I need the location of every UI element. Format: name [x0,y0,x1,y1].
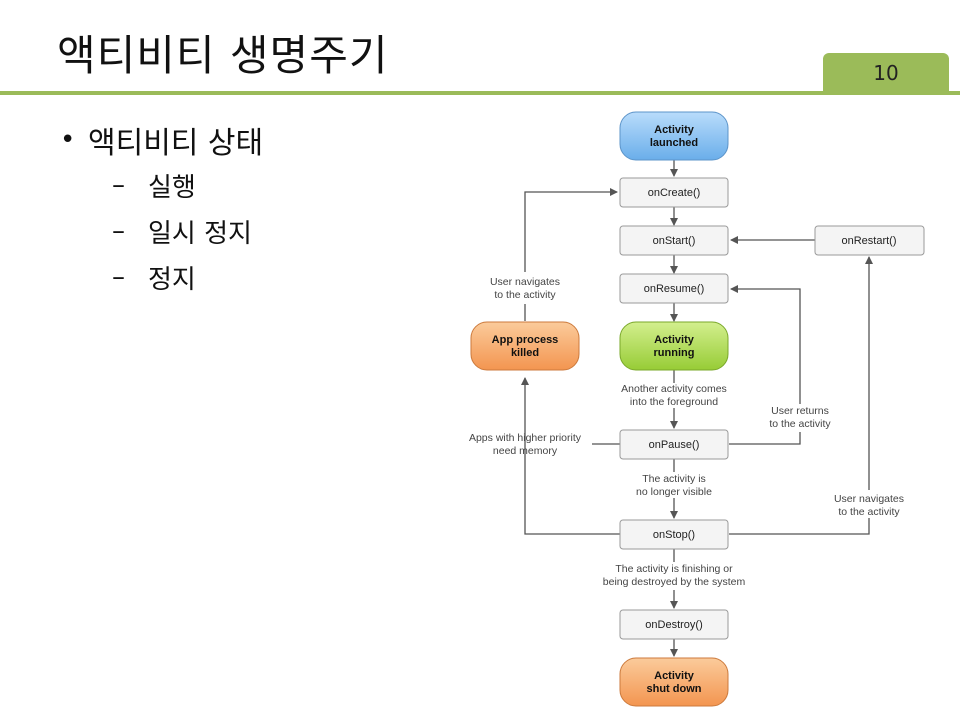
note-line2: into the foreground [630,396,718,408]
bullet-list: • 액티비티 상태 – 실행 – 일시 정지 – 정지 [60,118,263,300]
note-line1: Another activity comes [621,383,727,395]
node-label-line1: Activity [654,670,695,682]
note-line1: User returns [771,405,829,417]
note-user-navigates-left: User navigates to the activity [480,272,570,304]
node-label-line2: shut down [647,683,702,695]
node-activity-shut-down: Activity shut down [619,657,729,707]
callback-label: onStop() [653,529,695,541]
callback-label: onDestroy() [645,619,702,631]
callback-label: onPause() [649,439,700,451]
note-line1: User navigates [490,276,560,288]
node-on-restart: onRestart() [814,225,925,256]
node-label-line2: running [654,347,695,359]
callback-label: onStart() [653,235,696,247]
node-label-line1: Activity [654,124,695,136]
bullet-main-text: 액티비티 상태 [88,126,264,161]
node-on-stop: onStop() [619,519,729,550]
bullet-sub-text: 실행 [148,172,196,203]
note-no-longer-visible: The activity is no longer visible [636,473,712,498]
bullet-sub-running: – 실행 [60,162,263,208]
note-line2: no longer visible [636,486,712,498]
note-line2: to the activity [494,289,556,301]
line-pause-right [729,431,801,445]
slide-title: 액티비티 생명주기 [57,31,389,80]
node-label-line1: App process [492,334,559,346]
note-line1: Apps with higher priority [469,432,582,444]
bullet-sub-paused: – 일시 정지 [60,208,263,254]
bullet-main: • 액티비티 상태 [60,118,263,162]
bullet-glyph: • [60,125,76,155]
arrow-to-resume [730,285,801,404]
title-divider [0,91,960,95]
bullet-sub-text: 일시 정지 [148,218,252,249]
node-label-line2: launched [650,137,698,149]
dash-glyph: – [112,170,125,200]
connectors [521,160,873,657]
note-line2: to the activity [838,506,900,518]
note-line1: The activity is finishing or [615,563,733,575]
node-on-destroy: onDestroy() [619,609,729,640]
note-apps-higher-priority: Apps with higher priority need memory [469,432,582,457]
callback-label: onRestart() [841,235,896,247]
note-user-returns: User returns to the activity [760,404,840,432]
dash-glyph: – [112,216,125,246]
note-line1: User navigates [834,493,904,505]
node-on-create: onCreate() [619,177,729,208]
page-number-badge: 10 [823,53,949,93]
arrow-stop-killed [521,377,620,535]
dash-glyph: – [112,262,125,292]
node-app-process-killed: App process killed [470,321,580,371]
node-label-line1: Activity [654,334,695,346]
bullet-sub-text: 정지 [148,264,196,295]
note-line1: The activity is [642,473,706,485]
node-label-line2: killed [511,347,539,359]
arrow-killed-create [524,188,618,274]
note-line2: being destroyed by the system [603,576,746,588]
callback-label: onResume() [644,283,705,295]
note-user-navigates-right: User navigates to the activity [826,490,914,518]
note-line2: need memory [493,445,558,457]
line-stop-right [729,518,870,535]
node-activity-launched: Activity launched [619,111,729,161]
note-finishing: The activity is finishing or being destr… [603,563,746,588]
callback-label: onCreate() [648,187,701,199]
node-on-start: onStart() [619,225,729,256]
node-on-resume: onResume() [619,273,729,304]
node-activity-running: Activity running [619,321,729,371]
bullet-sub-stopped: – 정지 [60,254,263,300]
note-line2: to the activity [769,418,831,430]
node-on-pause: onPause() [619,429,729,460]
note-another-activity: Another activity comes into the foregrou… [621,383,727,408]
